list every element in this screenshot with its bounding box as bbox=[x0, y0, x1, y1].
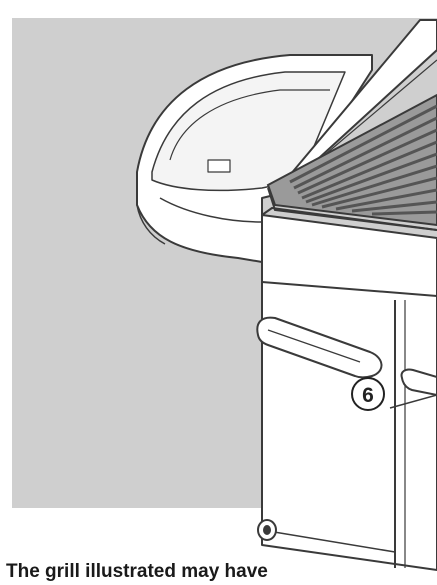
callout-circle bbox=[351, 377, 385, 411]
figure-caption: The grill illustrated may have bbox=[6, 561, 268, 582]
callout-6: 6 bbox=[351, 377, 385, 411]
door-handle bbox=[256, 316, 383, 379]
side-shelf bbox=[136, 54, 373, 263]
caster-wheel bbox=[257, 519, 277, 541]
grill-cabinet bbox=[261, 207, 437, 571]
callout-number: 6 bbox=[362, 384, 374, 407]
side-knob bbox=[389, 368, 437, 409]
cooking-grate bbox=[266, 93, 437, 231]
